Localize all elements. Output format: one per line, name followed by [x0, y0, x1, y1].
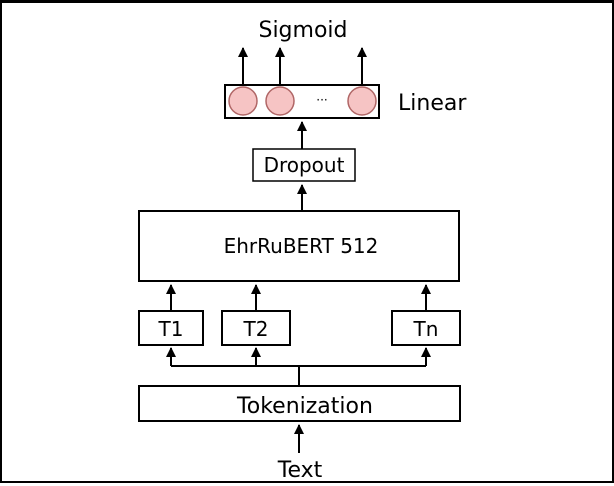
- token-label-t2: T2: [243, 317, 269, 341]
- sigmoid-label: Sigmoid: [258, 18, 347, 43]
- neuron-1: [228, 86, 258, 116]
- dropout-label: Dropout: [264, 153, 345, 177]
- token-box-tn: [391, 310, 461, 346]
- neuron-n: [347, 86, 377, 116]
- tokenization-label: Tokenization: [236, 394, 373, 419]
- token-box-t1: [138, 310, 204, 346]
- output-arrows: [238, 47, 367, 86]
- encoder-box: [138, 210, 460, 282]
- neuron-ellipsis: ···: [316, 93, 327, 107]
- tokenization-box: [138, 385, 461, 422]
- tokenization-fanout: [166, 347, 431, 386]
- encoder-label: EhrRuBERT 512: [224, 234, 379, 258]
- token-label-t1: T1: [158, 317, 184, 341]
- text-input-label: Text: [277, 458, 323, 483]
- neuron-2: [265, 86, 295, 116]
- dropout-box: [252, 148, 356, 182]
- token-box-t2: [221, 310, 291, 346]
- token-label-tn: Tn: [413, 317, 439, 341]
- token-to-encoder-arrows: [166, 284, 431, 311]
- architecture-diagram: Sigmoid ··· Linear Dropout EhrRuBERT 512: [138, 18, 467, 483]
- linear-label: Linear: [398, 91, 467, 116]
